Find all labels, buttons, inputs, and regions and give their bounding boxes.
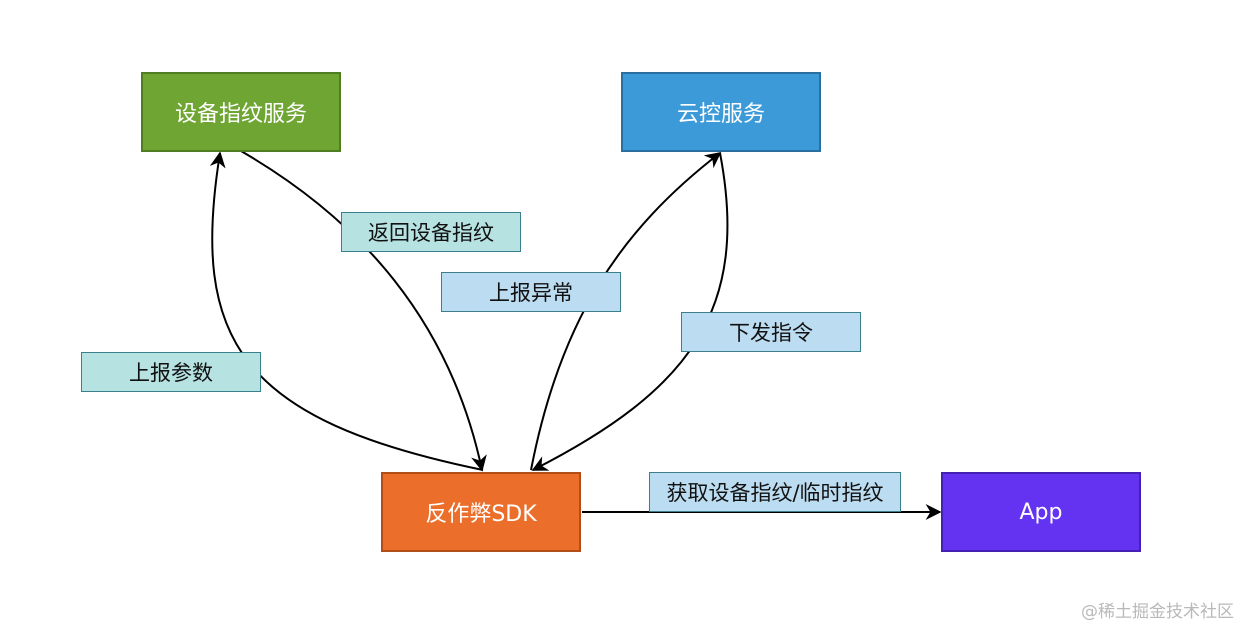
get-fingerprint-text: 获取设备指纹/临时指纹 xyxy=(666,481,884,505)
cloud-control-label: 云控服务 xyxy=(676,102,765,127)
app-node: App xyxy=(941,472,1141,552)
anti-fraud-sdk-label: 反作弊SDK xyxy=(425,502,537,527)
report-anomaly-edge-label: 上报异常 xyxy=(441,272,621,312)
fingerprint-service-node: 设备指纹服务 xyxy=(141,72,341,152)
issue-command-edge-label: 下发指令 xyxy=(681,312,861,352)
app-label: App xyxy=(1019,499,1063,525)
edge-return-fingerprint xyxy=(240,150,487,472)
report-params-text: 上报参数 xyxy=(129,361,213,385)
get-fingerprint-edge-label: 获取设备指纹/临时指纹 xyxy=(649,472,901,512)
anti-fraud-sdk-node: 反作弊SDK xyxy=(381,472,581,552)
fingerprint-service-label: 设备指纹服务 xyxy=(174,102,307,127)
report-anomaly-text: 上报异常 xyxy=(489,281,573,305)
return-fingerprint-text: 返回设备指纹 xyxy=(368,221,494,245)
return-fingerprint-edge-label: 返回设备指纹 xyxy=(341,212,521,252)
report-params-edge-label: 上报参数 xyxy=(81,352,261,392)
issue-command-text: 下发指令 xyxy=(729,321,813,345)
watermark: @稀土掘金技术社区 xyxy=(1081,602,1234,622)
cloud-control-node: 云控服务 xyxy=(621,72,821,152)
